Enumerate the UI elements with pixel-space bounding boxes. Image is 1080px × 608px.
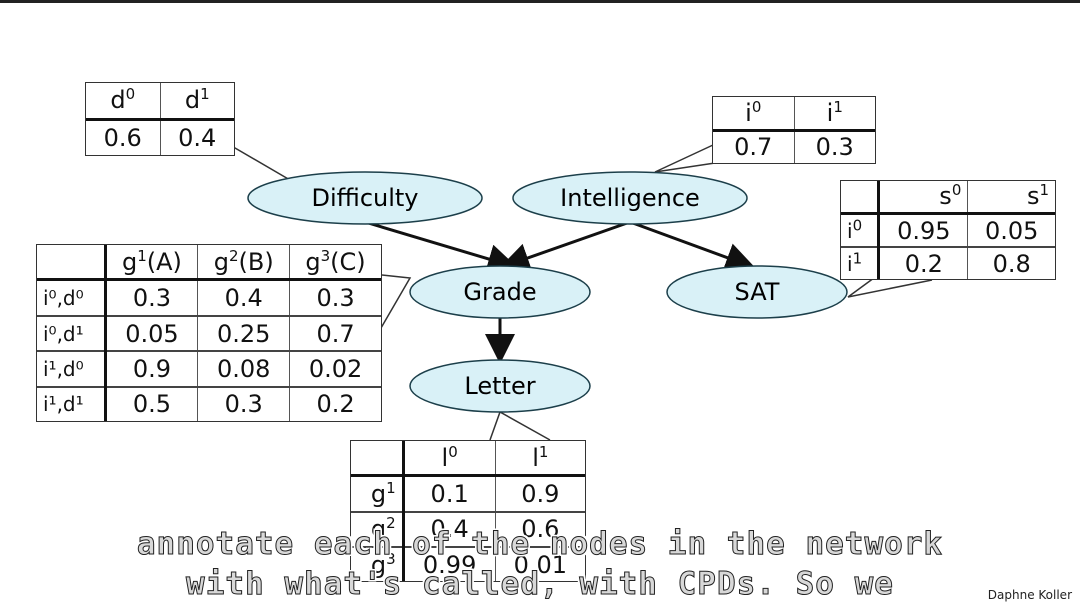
header-l0: l: [441, 443, 449, 472]
grade-cell: 0.05: [105, 315, 199, 353]
grade-cell: 0.7: [289, 315, 381, 353]
grade-cell: 0.3: [197, 386, 291, 421]
cpd-grade-table: g1(A) g2(B) g3(C) i⁰,d⁰ 0.3 0.4 0.3 i⁰,d…: [36, 244, 382, 422]
author-credit: Daphne Koller: [987, 588, 1072, 602]
letter-cell: 0.9: [495, 475, 585, 513]
value-d0: 0.6: [86, 119, 161, 155]
letter-cell: 0.6: [495, 511, 585, 549]
row-label: i⁰,d⁰: [37, 279, 107, 317]
grade-header: g: [121, 247, 138, 276]
header-s1: s: [1026, 182, 1040, 211]
edge-intelligence-sat: [629, 220, 756, 272]
header-i0: i: [745, 98, 752, 127]
grade-cell: 0.02: [289, 351, 381, 388]
sat-cell: 0.05: [967, 213, 1055, 249]
row-label-g1: g: [370, 479, 387, 508]
node-letter: Letter: [409, 359, 591, 413]
sat-cell: 0.8: [992, 249, 1031, 278]
value-i1: 0.3: [815, 133, 854, 162]
sat-cell: 0.95: [878, 213, 969, 249]
node-label-letter: Letter: [464, 372, 535, 400]
row-label-g3: g: [370, 550, 387, 579]
edge-intelligence-grade: [499, 220, 631, 273]
sat-callout: [847, 274, 933, 298]
sat-cell: 0.2: [878, 247, 969, 279]
letter-cell: 0.4: [403, 511, 496, 549]
node-difficulty: Difficulty: [247, 171, 483, 225]
header-l1: l: [532, 443, 539, 472]
grade-cell: 0.08: [197, 351, 291, 388]
node-label-intelligence: Intelligence: [560, 184, 700, 212]
node-intelligence: Intelligence: [512, 171, 748, 225]
node-label-sat: SAT: [735, 278, 780, 306]
row-label: i¹,d¹: [37, 386, 107, 421]
cpd-intelligence-table: i0 i1 0.7 0.3: [712, 96, 876, 164]
grade-cell: 0.25: [197, 315, 291, 353]
subtitle-line-2: with what's called, with CPDs. So we: [186, 566, 894, 603]
grade-cell: 0.2: [316, 390, 355, 419]
row-label-g2: g: [370, 515, 387, 544]
header-d0: d: [110, 86, 126, 115]
row-label: i⁰,d¹: [37, 315, 107, 353]
edge-difficulty-grade: [364, 220, 518, 274]
header-s0: s: [939, 182, 952, 211]
node-label-grade: Grade: [463, 278, 536, 306]
letter-callout: [489, 410, 551, 441]
node-label-difficulty: Difficulty: [311, 184, 418, 212]
cpd-difficulty-table: d0 d1 0.6 0.4: [85, 82, 235, 156]
grade-header: g: [213, 247, 229, 276]
grade-header: g: [305, 247, 321, 276]
cpd-sat-table: s0 s1 i0 0.95 0.05 i1 0.2 0.8: [840, 180, 1056, 280]
node-sat: SAT: [666, 265, 848, 319]
row-label-i1: i: [847, 251, 853, 276]
header-d1: d: [184, 86, 201, 115]
header-i1: i: [826, 98, 834, 127]
grade-callout: [380, 274, 412, 329]
grade-cell: 0.9: [105, 351, 199, 388]
grade-cell: 0.4: [197, 279, 291, 317]
row-label: i¹,d⁰: [37, 351, 107, 388]
subtitle-line-1: annotate each of the nodes in the networ…: [136, 526, 944, 563]
value-d1: 0.4: [178, 123, 217, 152]
value-i0: 0.7: [713, 130, 795, 163]
grade-cell: 0.3: [289, 279, 381, 317]
grade-cell: 0.3: [105, 279, 199, 317]
letter-cell: 0.1: [403, 475, 496, 513]
top-border: [0, 0, 1080, 3]
letter-cell: 0.01: [513, 550, 568, 579]
letter-cell: 0.99: [403, 547, 496, 581]
node-grade: Grade: [409, 265, 591, 319]
cpd-letter-table: l0 l1 g1 0.1 0.9 g2 0.4 0.6 g3 0.99 0.01: [350, 440, 586, 582]
row-label-i0: i: [847, 218, 853, 243]
grade-cell: 0.5: [105, 386, 199, 421]
